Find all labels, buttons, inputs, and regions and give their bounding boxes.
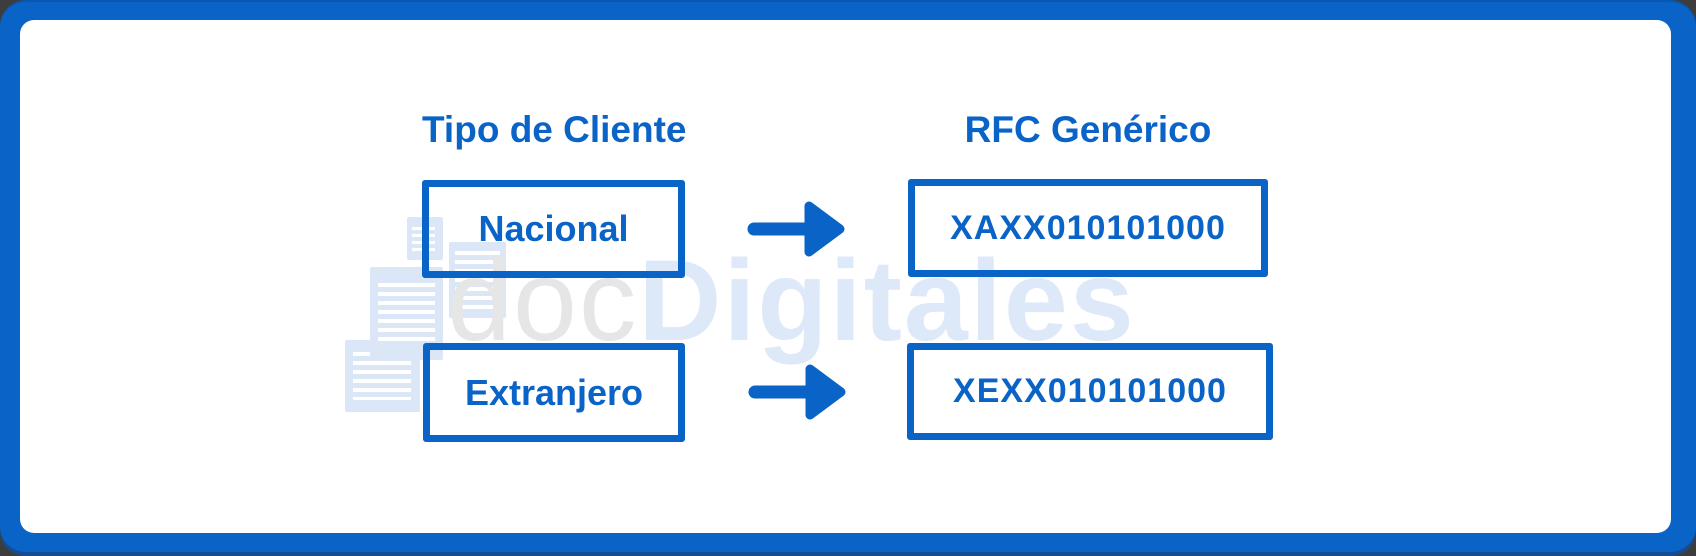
- watermark-logo-digitales: Digitales: [638, 237, 1136, 365]
- document-text-lines: [353, 352, 411, 400]
- diagram-canvas: docDigitales Tipo de Cliente RFC Genéric…: [20, 20, 1671, 533]
- document-text-lines: [455, 251, 500, 309]
- client-type-label: Extranjero: [464, 371, 644, 413]
- watermark-logo-text: docDigitales: [447, 244, 1136, 359]
- document-text-lines: [378, 283, 435, 346]
- client-type-label: Nacional: [478, 208, 629, 249]
- rfc-box-nacional: XAXX010101000: [908, 179, 1268, 277]
- column-header-tipo-de-cliente: Tipo de Cliente: [422, 109, 687, 150]
- rfc-value: XAXX010101000: [950, 208, 1226, 247]
- rfc-box-extranjero: XEXX010101000: [907, 343, 1273, 440]
- rfc-value: XEXX010101000: [953, 372, 1227, 410]
- column-header-rfc-generico: RFC Genérico: [964, 109, 1212, 150]
- arrow-right-icon: [747, 201, 845, 257]
- watermark-document-page-icon: [449, 242, 506, 318]
- client-type-box-extranjero: Extranjero: [423, 343, 685, 442]
- client-type-box-nacional: Nacional: [422, 180, 685, 278]
- watermark-logo-doc: doc: [447, 237, 639, 365]
- arrow-right-icon: [748, 364, 846, 420]
